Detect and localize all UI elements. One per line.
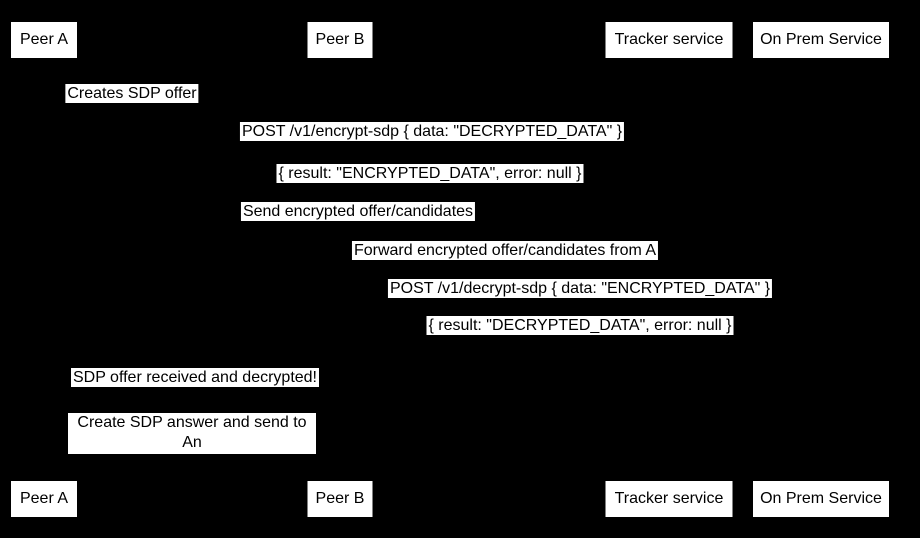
message-creates-sdp-offer: Creates SDP offer: [65, 84, 199, 103]
message-forward-encrypted-offer: Forward encrypted offer/candidates from …: [351, 241, 659, 260]
note-line-1: Create SDP answer and send to An: [77, 414, 307, 451]
message-sdp-offer-received: SDP offer received and decrypted!: [71, 368, 319, 387]
participant-peer-a-bottom: Peer A: [11, 481, 77, 517]
participant-tracker-service-bottom: Tracker service: [605, 481, 733, 517]
participant-on-prem-service-bottom: On Prem Service: [753, 481, 889, 517]
message-post-encrypt-sdp: POST /v1/encrypt-sdp { data: "DECRYPTED_…: [239, 122, 625, 141]
message-encrypt-result: { result: "ENCRYPTED_DATA", error: null …: [276, 164, 584, 183]
participant-peer-a-top: Peer A: [11, 22, 77, 58]
message-decrypt-result: { result: "DECRYPTED_DATA", error: null …: [426, 316, 734, 335]
participant-peer-b-top: Peer B: [307, 22, 373, 58]
participant-tracker-service-top: Tracker service: [605, 22, 733, 58]
participant-peer-b-bottom: Peer B: [307, 481, 373, 517]
message-send-encrypted-offer: Send encrypted offer/candidates: [240, 202, 476, 221]
participant-on-prem-service-top: On Prem Service: [753, 22, 889, 58]
message-post-decrypt-sdp: POST /v1/decrypt-sdp { data: "ENCRYPTED_…: [387, 279, 773, 298]
note-line-2: using the same mechanism: [94, 454, 290, 471]
note-create-sdp-answer: Create SDP answer and send to An using t…: [68, 413, 316, 471]
